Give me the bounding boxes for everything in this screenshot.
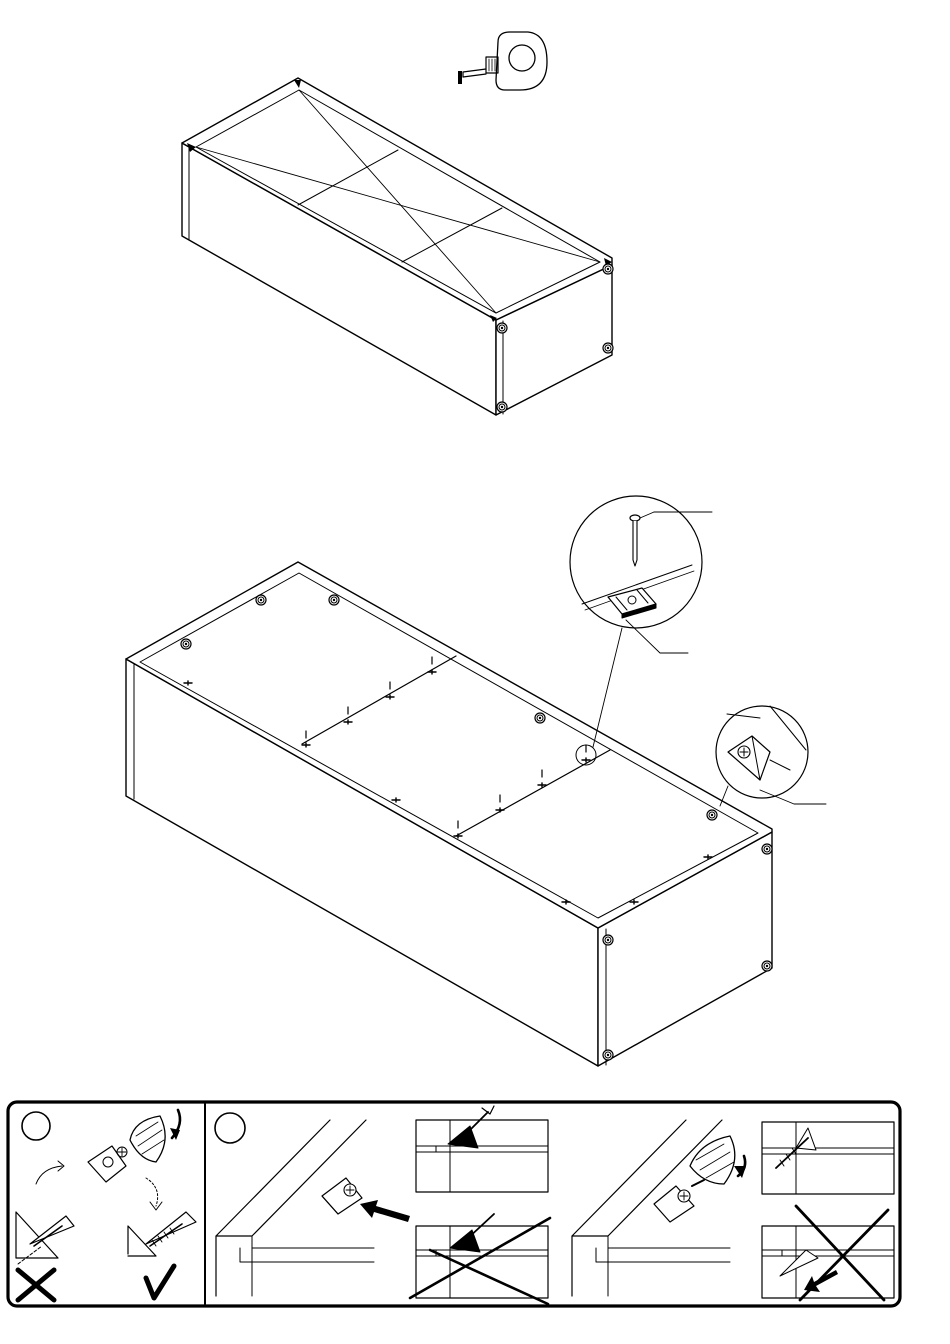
cabinet-diagonal-measure-diagram — [182, 78, 613, 415]
hint-panel — [8, 1102, 900, 1306]
corner-connector-detail — [716, 706, 826, 806]
tape-measure-icon — [458, 32, 547, 90]
cabinet-back-panel-diagram — [126, 562, 772, 1066]
nail-clip-detail — [570, 496, 712, 653]
